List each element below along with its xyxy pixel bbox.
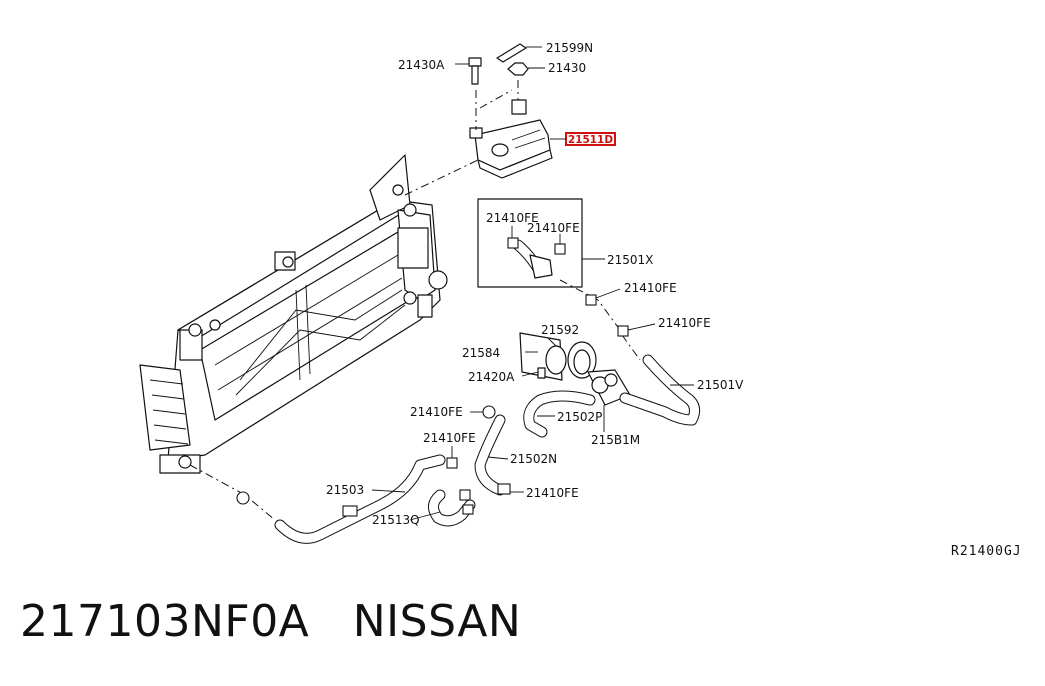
callout-21410fe-inset-left: 21410FE [486,211,539,225]
callout-21410fe-inset-right: 21410FE [527,221,580,235]
callout-21430a: 21430A [398,58,445,72]
brand-name: NISSAN [352,596,522,647]
leader-lines [371,46,694,521]
callout-21501v: 21501V [697,378,744,392]
reservoir-tank [469,99,553,179]
reservoir-cap [507,62,529,76]
radiator-left-tank [139,364,191,451]
callout-21410fe-mid: 21410FE [658,316,711,330]
callout-215b1m: 215B1M [591,433,640,447]
callout-21584: 21584 [462,346,500,360]
product-caption: 217103NF0A NISSAN [20,596,521,647]
parts-diagram: 21511D [139,41,744,544]
highlighted-part-label: 21511D [568,133,613,146]
thermostat-housing [519,332,631,406]
hose-clamps [236,294,629,517]
inset-frame [477,198,583,288]
callout-21410fe-upper: 21410FE [624,281,677,295]
callout-21502n: 21502N [510,452,557,466]
gasket-21592 [545,345,567,375]
callout-21410fe-left: 21410FE [410,405,463,419]
callout-21430: 21430 [548,61,586,75]
hose-inset-21501x [477,198,583,288]
callout-21599n: 21599N [546,41,593,55]
part-number: 217103NF0A [20,596,310,647]
callout-21503: 21503 [326,483,364,497]
diagram-code: R21400GJ [951,544,1022,559]
callout-labels: 21599N 21430A 21430 21501X 21410FE 21410… [326,41,744,527]
callout-21420a: 21420A [468,370,515,384]
callout-21513q: 21513Q [372,513,420,527]
highlighted-part-callout[interactable]: 21511D [565,132,616,146]
radiator-assembly [139,154,448,474]
callout-21592: 21592 [541,323,579,337]
callout-21501x: 21501X [607,253,653,267]
reservoir-strap [496,43,527,63]
callout-21502p: 21502P [557,410,602,424]
callout-21410fe-lower-right: 21410FE [526,486,579,500]
callout-21410fe-lower-left: 21410FE [423,431,476,445]
bolt-21430a [468,57,482,85]
